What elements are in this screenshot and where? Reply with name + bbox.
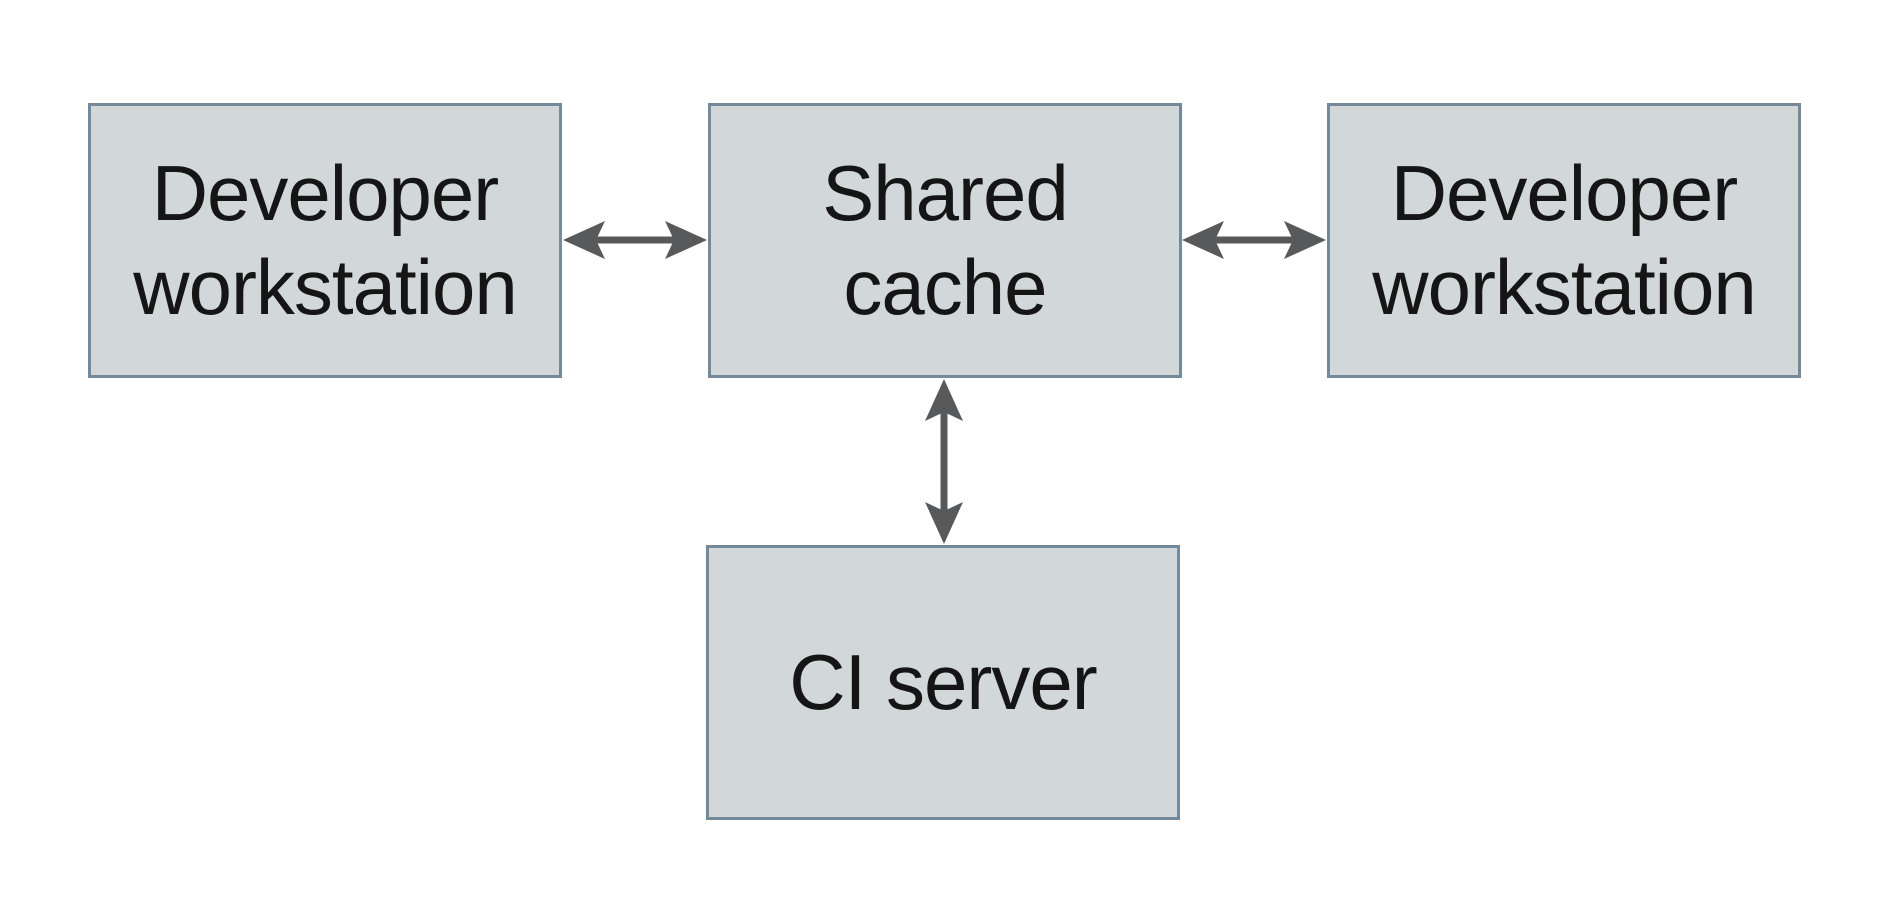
arrow-workstation-left-to-cache — [562, 210, 708, 270]
node-developer-workstation-right: Developer workstation — [1327, 103, 1801, 378]
node-label-developer-workstation-right: Developer workstation — [1372, 148, 1756, 331]
node-shared-cache: Shared cache — [708, 103, 1182, 378]
node-developer-workstation-left: Developer workstation — [88, 103, 562, 378]
arrow-cache-to-workstation-right — [1181, 210, 1327, 270]
node-label-developer-workstation-left: Developer workstation — [133, 148, 517, 331]
node-label-ci-server: CI server — [789, 637, 1097, 726]
node-label-shared-cache: Shared cache — [822, 148, 1069, 331]
arrow-cache-to-ci-server — [914, 378, 974, 545]
node-ci-server: CI server — [706, 545, 1180, 820]
